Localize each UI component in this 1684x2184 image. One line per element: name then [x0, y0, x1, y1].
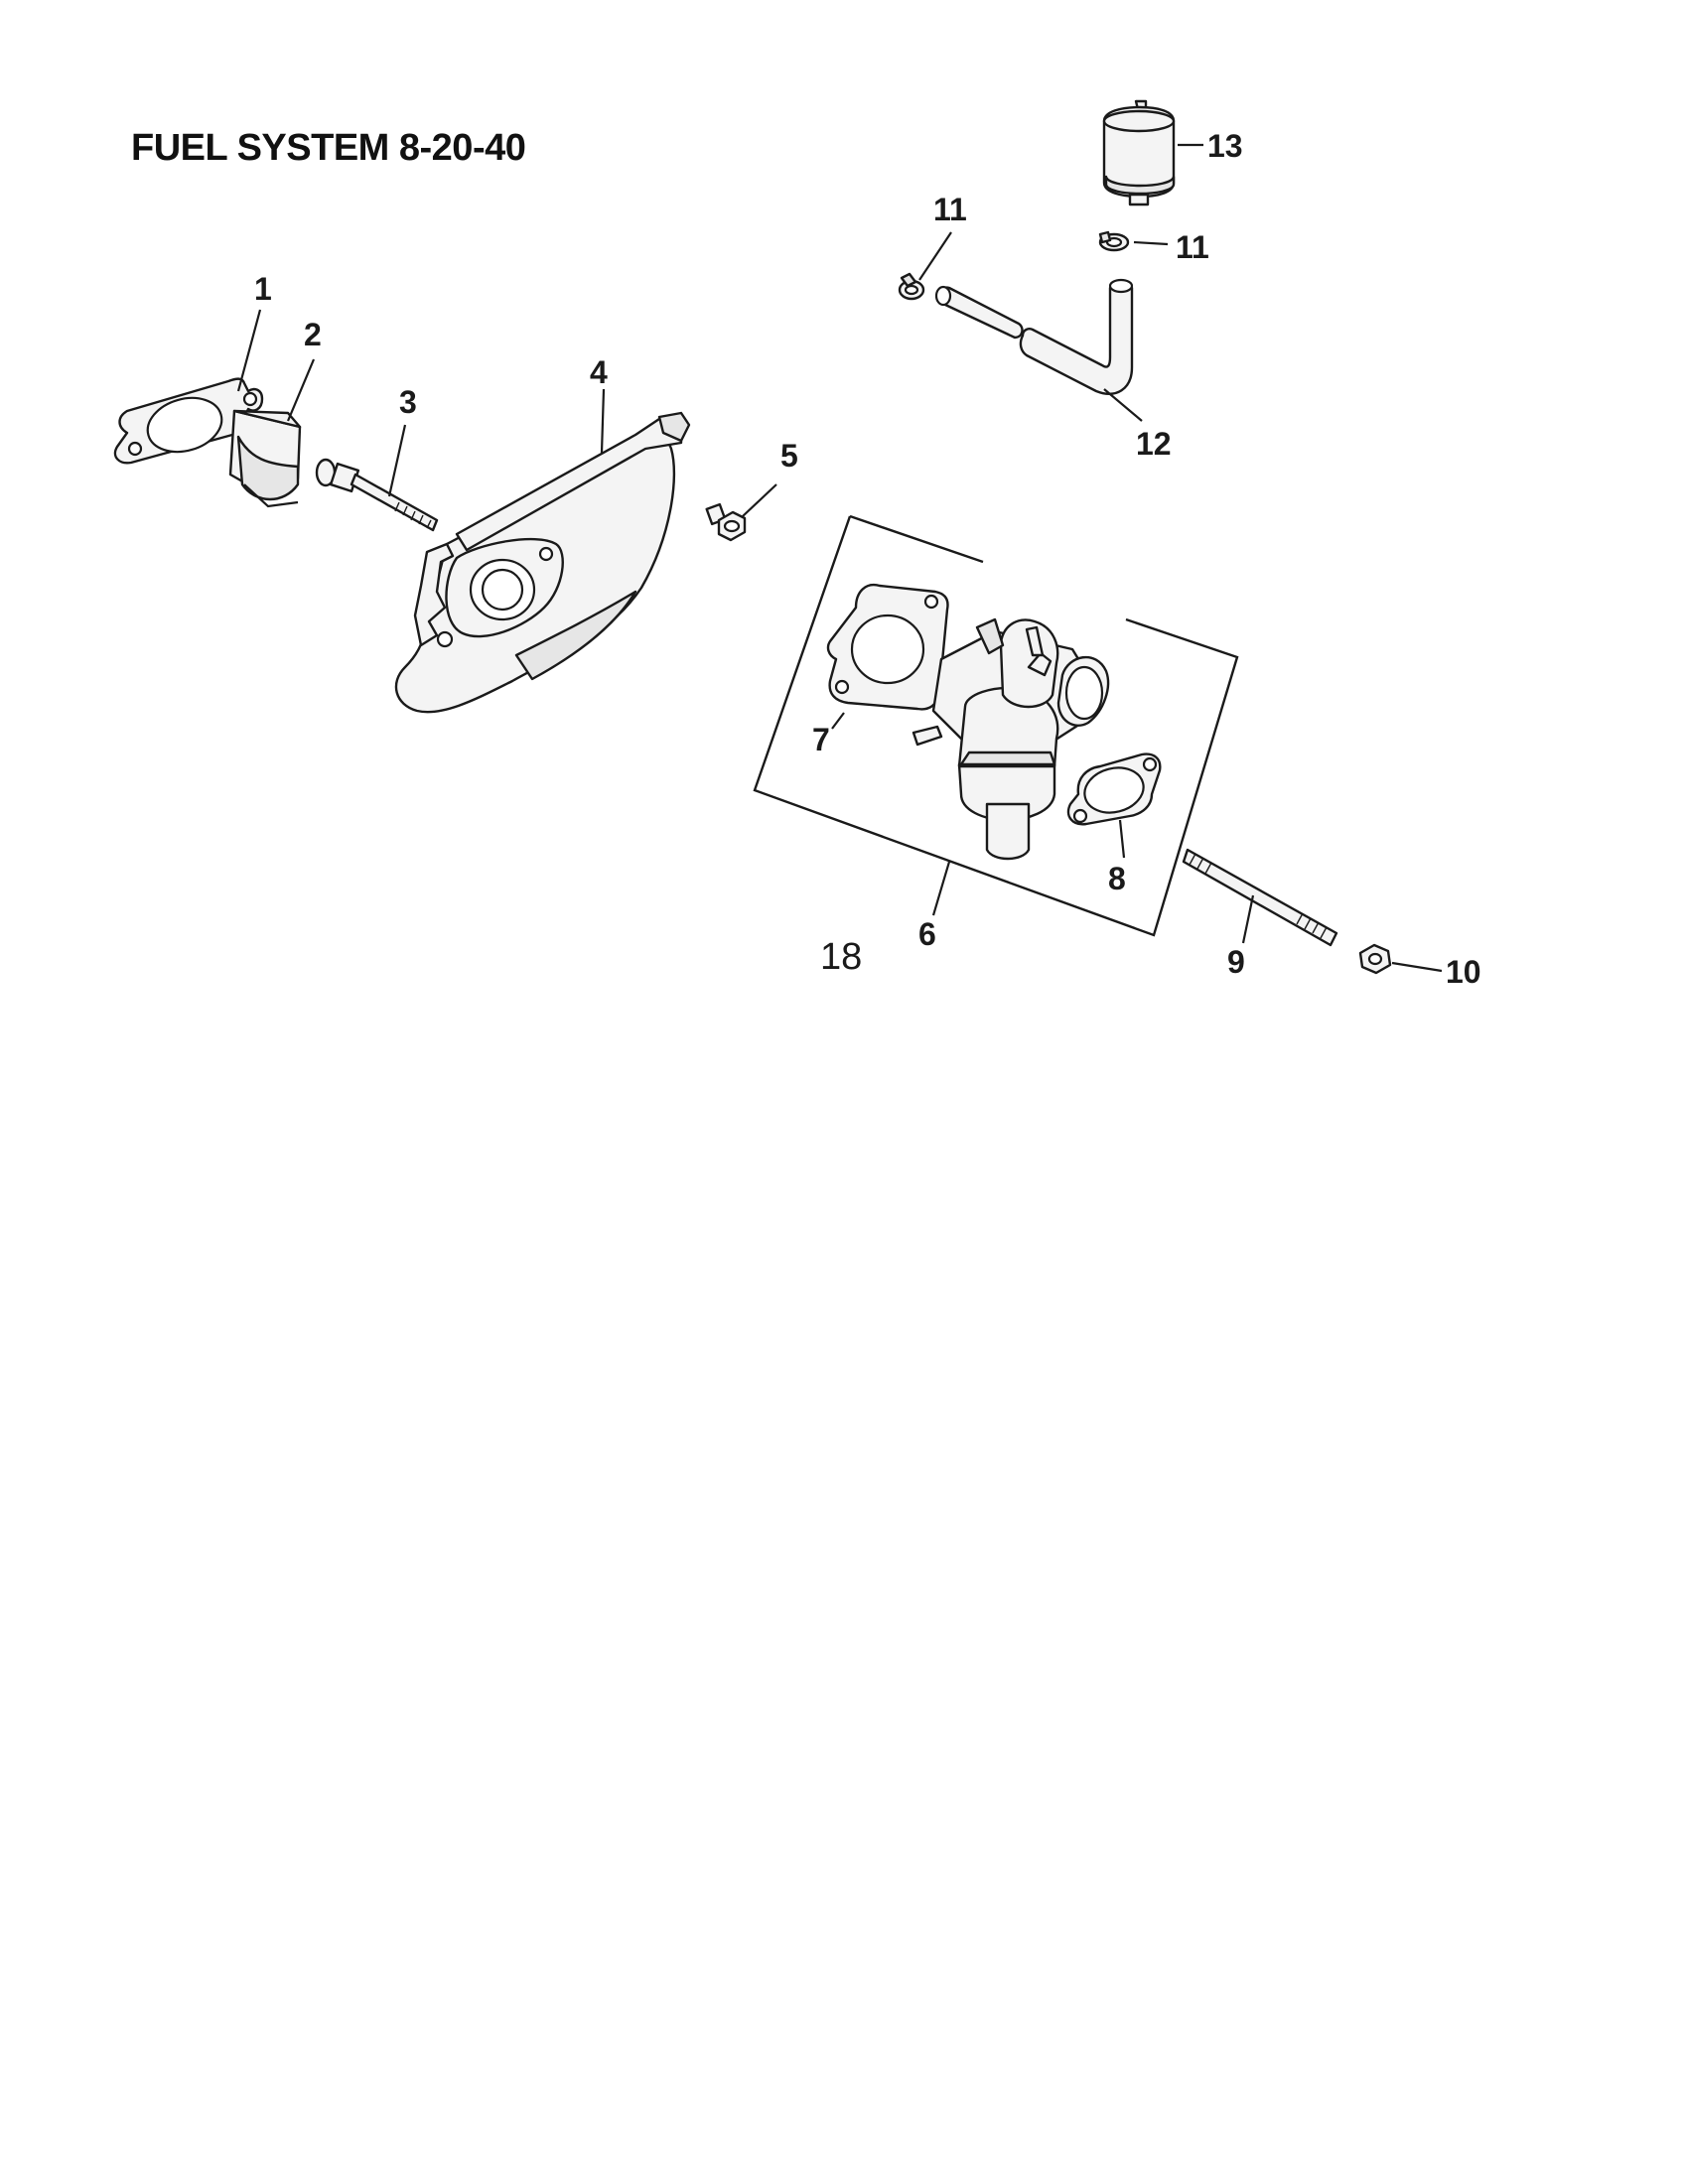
callout-1: 1: [254, 271, 272, 307]
callout-11-left: 11: [933, 192, 967, 227]
callout-2: 2: [304, 317, 322, 352]
part-9-stud: [1182, 848, 1338, 947]
part-7-gasket: [826, 583, 949, 711]
part-10-nut: [1358, 943, 1392, 975]
leader-11b: [1133, 240, 1169, 246]
carburetor-body: [912, 617, 1110, 861]
callout-10: 10: [1446, 954, 1481, 990]
part-13-fuel-filter: [1102, 99, 1176, 206]
callout-12: 12: [1136, 426, 1172, 462]
callout-13: 13: [1207, 128, 1243, 164]
callout-3: 3: [399, 384, 417, 420]
part-1-gasket: [113, 377, 264, 465]
leader-8: [1118, 819, 1126, 859]
leader-4: [600, 388, 606, 454]
callout-11-right: 11: [1176, 229, 1209, 265]
callout-4: 4: [590, 354, 608, 390]
leader-6: [931, 861, 951, 916]
leader-3: [387, 424, 407, 497]
part-2-heat-shield: [228, 409, 302, 508]
part-11-clamp-left: [898, 272, 925, 301]
part-5-hex-screw: [705, 502, 747, 542]
leader-12: [1103, 388, 1143, 422]
callout-labels: 1 2 3 4 5 6 7 8 9 10 11 11 12 13 18: [254, 128, 1481, 990]
part-11-clamp-right: [1098, 230, 1130, 252]
part-8-gasket: [1066, 752, 1162, 826]
kit-number-label: 18: [820, 936, 862, 978]
leader-1: [236, 309, 262, 392]
part-6-carburetor-kit-box: [753, 514, 1239, 937]
leader-2: [286, 358, 316, 422]
part-12-fuel-hose: [934, 278, 1134, 395]
leader-5: [742, 483, 777, 517]
callout-5: 5: [780, 438, 798, 474]
leader-11a: [918, 231, 952, 281]
leader-7: [831, 712, 845, 730]
callout-7: 7: [812, 722, 830, 757]
part-3-bolt: [315, 458, 439, 532]
part-4-intake-manifold: [394, 411, 691, 714]
leader-10: [1391, 961, 1443, 973]
callout-6: 6: [918, 916, 936, 952]
callout-9: 9: [1227, 944, 1245, 980]
diagram-title: FUEL SYSTEM 8-20-40: [131, 127, 526, 169]
leader-9: [1241, 894, 1255, 944]
leader-lines: [236, 143, 1443, 973]
callout-8: 8: [1108, 861, 1126, 896]
